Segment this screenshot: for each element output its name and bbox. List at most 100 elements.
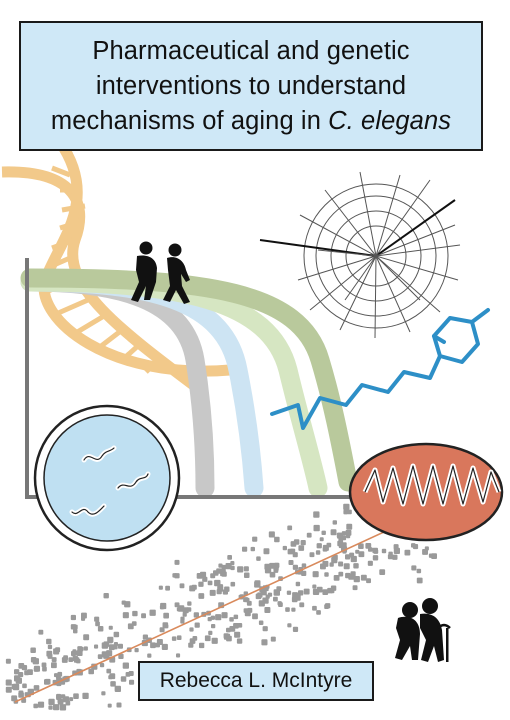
scatter-point: [174, 559, 180, 565]
scatter-point: [353, 576, 360, 583]
scatter-point: [303, 588, 310, 595]
phylogenetic-tree: [259, 171, 461, 339]
scatter-point: [65, 700, 71, 706]
scatter-point: [236, 638, 243, 644]
scatter-point: [345, 529, 352, 536]
scatter-point: [367, 560, 373, 566]
scatter-point: [329, 562, 334, 567]
scatter-point: [95, 621, 100, 627]
scatter-point: [312, 588, 320, 595]
scatter-point: [341, 535, 347, 541]
scatter-point: [5, 679, 12, 686]
scatter-point: [47, 653, 53, 659]
scatter-point: [161, 643, 168, 650]
scatter-point: [360, 574, 367, 581]
scatter-point: [411, 565, 417, 571]
scatter-point: [33, 703, 38, 709]
scatter-point: [264, 567, 272, 574]
title-line-3: mechanisms of aging in C. elegans: [51, 104, 451, 139]
scatter-point: [210, 615, 215, 620]
scatter-point: [326, 542, 332, 548]
scatter-point: [82, 692, 89, 699]
scatter-point: [193, 612, 199, 618]
scatter-point: [221, 612, 228, 619]
scatter-point: [188, 642, 194, 648]
scatter-point: [108, 625, 113, 630]
scatter-point: [18, 692, 24, 698]
scatter-point: [333, 575, 340, 581]
scatter-point: [322, 546, 328, 552]
scatter-point: [73, 628, 78, 634]
scatter-point: [243, 608, 249, 613]
scatter-point: [159, 627, 165, 633]
scatter-point: [292, 564, 298, 570]
scatter-point: [250, 546, 255, 552]
scatter-point: [424, 546, 429, 551]
scatter-point: [68, 657, 74, 662]
walking-couple: [131, 241, 190, 304]
scatter-point: [101, 651, 108, 658]
scatter-point: [358, 551, 365, 558]
scatter-point: [51, 657, 57, 662]
scatter-point: [301, 563, 307, 568]
scatter-point: [291, 596, 298, 603]
scatter-plot: [5, 503, 437, 711]
scatter-point: [330, 529, 337, 536]
scatter-point: [103, 593, 109, 599]
scatter-point: [94, 644, 99, 649]
scatter-point: [301, 570, 307, 576]
scatter-point: [113, 642, 118, 647]
scatter-point: [155, 642, 160, 648]
scatter-point: [269, 562, 276, 569]
scatter-point: [282, 545, 287, 551]
scatter-point: [220, 568, 226, 575]
scatter-point: [172, 573, 177, 578]
scatter-point: [226, 627, 231, 633]
scatter-point: [56, 694, 62, 700]
scatter-point: [22, 683, 27, 689]
scatter-point: [261, 639, 268, 646]
scatter-point: [114, 685, 121, 692]
scatter-point: [313, 524, 320, 532]
scatter-point: [97, 654, 103, 659]
scatter-point: [207, 580, 213, 586]
scatter-point: [165, 585, 170, 591]
scatter-point: [298, 545, 305, 551]
scatter-point: [11, 683, 17, 690]
scatter-point: [312, 571, 319, 578]
scatter-point: [321, 530, 326, 535]
scatter-point: [416, 577, 423, 584]
scatter-point: [149, 609, 156, 616]
scatter-point: [99, 663, 105, 668]
scatter-point: [300, 540, 306, 546]
title-line-2: interventions to understand: [95, 71, 407, 100]
scatter-point: [216, 568, 222, 574]
scatter-point: [42, 666, 47, 672]
scatter-point: [179, 583, 185, 589]
scatter-point: [97, 626, 104, 632]
scatter-point: [270, 636, 276, 642]
scatter-point: [150, 642, 156, 649]
scatter-point: [18, 663, 25, 669]
scatter-point: [267, 592, 273, 597]
scatter-point: [158, 585, 163, 590]
scatter-point: [177, 605, 185, 612]
scatter-point: [268, 531, 275, 538]
scatter-point: [30, 647, 36, 653]
scatter-point: [218, 563, 223, 568]
scatter-point: [134, 648, 139, 653]
scatter-point: [57, 699, 63, 705]
scatter-point: [322, 589, 329, 595]
scatter-point: [128, 671, 134, 676]
scatter-point: [216, 589, 222, 595]
scatter-point: [290, 541, 297, 547]
scatter-point: [373, 549, 379, 554]
scatter-point: [18, 672, 24, 678]
scatter-point: [262, 626, 268, 632]
scatter-point: [306, 532, 312, 538]
scatter-point: [230, 581, 236, 587]
scatter-point: [196, 573, 203, 579]
scatter-point: [171, 636, 177, 641]
scatter-point: [341, 542, 347, 548]
